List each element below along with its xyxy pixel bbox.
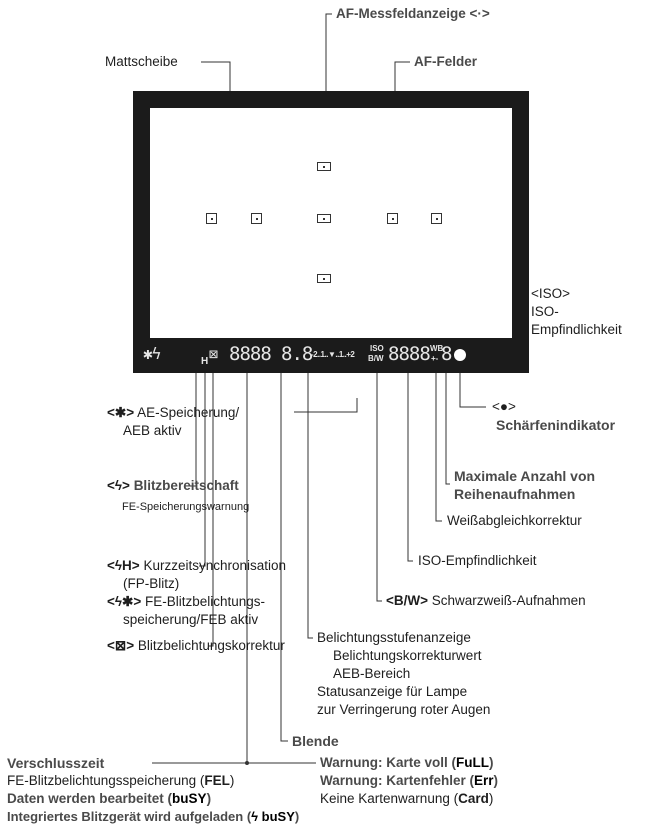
leader-aperture (280, 365, 288, 742)
flash-ready-label: <ϟ> Blitzbereitschaft (107, 477, 239, 495)
msg-charging-code: ϟ buSY (251, 809, 295, 824)
label-hs-text2: (FP-Blitz) (123, 576, 180, 591)
msg-busy: Daten werden bearbeitet (buSY) (7, 790, 211, 808)
af-point-center (317, 214, 331, 223)
af-point-top (317, 162, 331, 171)
viewfinder-frame (133, 91, 529, 373)
af-point-far-left (206, 213, 217, 224)
label-wb: Weißabgleichkorrektur (447, 513, 582, 528)
leader-wb (435, 365, 442, 522)
iso-digits: 8888 (388, 343, 431, 365)
msg-err-code: Err (474, 773, 494, 788)
wb-indicator: WB (430, 344, 444, 353)
msg-fel: FE-Blitzbelichtungsspeicherung (FEL) (7, 772, 234, 790)
ae-flash-icons: ✱ϟ (143, 344, 161, 363)
msg-card-full: Warnung: Karte voll (FuLL) (320, 754, 494, 772)
msg-fel-post: ) (229, 773, 235, 788)
label-shutter: Verschlusszeit (7, 755, 105, 771)
bw-label: <B/W> Schwarzweiß-Aufnahmen (386, 592, 586, 610)
label-iso-title1: ISO- (531, 304, 559, 319)
leader-hs (199, 365, 206, 567)
leader-ae (294, 398, 358, 413)
af-point-far-right (431, 213, 442, 224)
leader-exp (307, 365, 313, 639)
leader-fec (208, 365, 214, 647)
hs-label: <ϟH> Kurzzeitsynchronisation (107, 557, 286, 575)
msg-full-post: ) (489, 755, 494, 770)
label-fe-warning: FE-Speicherungswarnung (122, 501, 250, 513)
msg-card-code: Card (458, 791, 489, 806)
label-exp-comp: Belichtungskorrekturwert (333, 648, 482, 663)
hs-text: Kurzzeitsynchronisation (143, 558, 287, 573)
msg-err-post: ) (493, 773, 499, 788)
af-point-right (387, 213, 398, 224)
msg-no-card: Keine Kartenwarnung (Card) (320, 790, 493, 808)
ae-lock-text: AE-Speicherung/ (137, 405, 240, 420)
bw-icon: <B/W> (386, 593, 429, 608)
focus-glyph: <●> (492, 399, 516, 414)
msg-busy-post: ) (206, 791, 212, 806)
fec-text: Blitzbelichtungskorrektur (137, 638, 285, 653)
label-aeb-range: AEB-Bereich (333, 666, 411, 681)
fec-icon: ⊠ (209, 345, 218, 363)
label-aperture: Blende (292, 733, 339, 749)
ae-lock-label: <✱> AE-Speicherung/ (107, 404, 239, 422)
label-redeye1: Statusanzeige für Lampe (317, 684, 468, 699)
msg-full-code: FuLL (456, 755, 490, 770)
label-af-points: AF-Felder (414, 54, 478, 69)
leader-maxburst (445, 365, 450, 485)
msg-fel-pre: FE-Blitzbelichtungsspeicherung ( (7, 773, 205, 788)
hs-indicator: H (201, 356, 209, 367)
viewfinder-info-bar: ✱ϟ H ⊠ 8888 8.8 -2..1..▼..1..+2 ISO B/W … (133, 338, 529, 373)
msg-charging-pre: Integriertes Blitzgerät wird aufgeladen … (7, 809, 252, 824)
leader-bw (376, 365, 382, 602)
focus-confirmation-dot (454, 349, 466, 361)
label-focus: Schärfenindikator (496, 417, 616, 433)
burst-digit: 8 (441, 343, 452, 365)
fec-label-icon: <⊠> (107, 638, 135, 653)
label-iso-title2: Empfindlichkeit (531, 322, 622, 337)
label-af-display: AF-Messfeldanzeige <·> (336, 6, 490, 21)
msg-charging-post: ) (294, 809, 300, 824)
leader-flash-ready (190, 360, 197, 487)
leader-focus (459, 356, 486, 408)
leader-iso-speed (407, 365, 413, 562)
fec-label: <⊠> Blitzbelichtungskorrektur (107, 637, 285, 655)
fel-label: <ϟ✱> FE-Blitzbelichtungs- (107, 593, 265, 611)
ae-lock-icon: <✱> (107, 405, 135, 420)
exposure-scale: -2..1..▼..1..+2 (311, 350, 355, 359)
label-exp-level: Belichtungsstufenanzeige (317, 630, 471, 645)
iso-indicator: ISO (370, 344, 384, 353)
label-fel-text2: speicherung/FEB aktiv (123, 612, 259, 627)
label-iso-tag: <ISO> (531, 286, 571, 301)
msg-fel-code: FEL (204, 773, 230, 788)
label-maxburst1: Maximale Anzahl von (454, 468, 596, 484)
msg-full-pre: Warnung: Karte voll ( (320, 755, 457, 770)
fel-text: FE-Blitzbelichtungs- (145, 594, 266, 609)
label-iso-speed: ISO-Empfindlichkeit (418, 553, 537, 568)
af-point-bottom (317, 274, 331, 283)
shutter-digits: 8888 (229, 343, 272, 365)
flash-ready-text: Blitzbereitschaft (133, 478, 239, 493)
af-point-left (251, 213, 262, 224)
flash-ready-icon: <ϟ> (107, 478, 130, 493)
msg-busy-pre: Daten werden bearbeitet ( (7, 791, 173, 806)
label-maxburst2: Reihenaufnahmen (454, 486, 576, 502)
bw-text: Schwarzweiß-Aufnahmen (431, 593, 586, 608)
msg-card-error: Warnung: Kartenfehler (Err) (320, 772, 498, 790)
msg-charging: Integriertes Blitzgerät wird aufgeladen … (7, 808, 299, 826)
wb-plusminus: +- (431, 354, 439, 363)
aperture-digits: 8.8 (281, 343, 313, 365)
label-matte: Mattscheibe (105, 54, 178, 69)
msg-err-pre: Warnung: Kartenfehler ( (320, 773, 475, 788)
msg-busy-code: buSY (172, 791, 207, 806)
hs-icon: <ϟH> (107, 558, 140, 573)
msg-card-pre: Keine Kartenwarnung ( (320, 791, 459, 806)
fel-icon: <ϟ✱> (107, 594, 142, 609)
ae-lock-text2: AEB aktiv (123, 423, 182, 438)
bw-indicator: B/W (368, 354, 384, 363)
msg-card-post: ) (488, 791, 494, 806)
label-redeye2: zur Verringerung roter Augen (317, 702, 491, 717)
